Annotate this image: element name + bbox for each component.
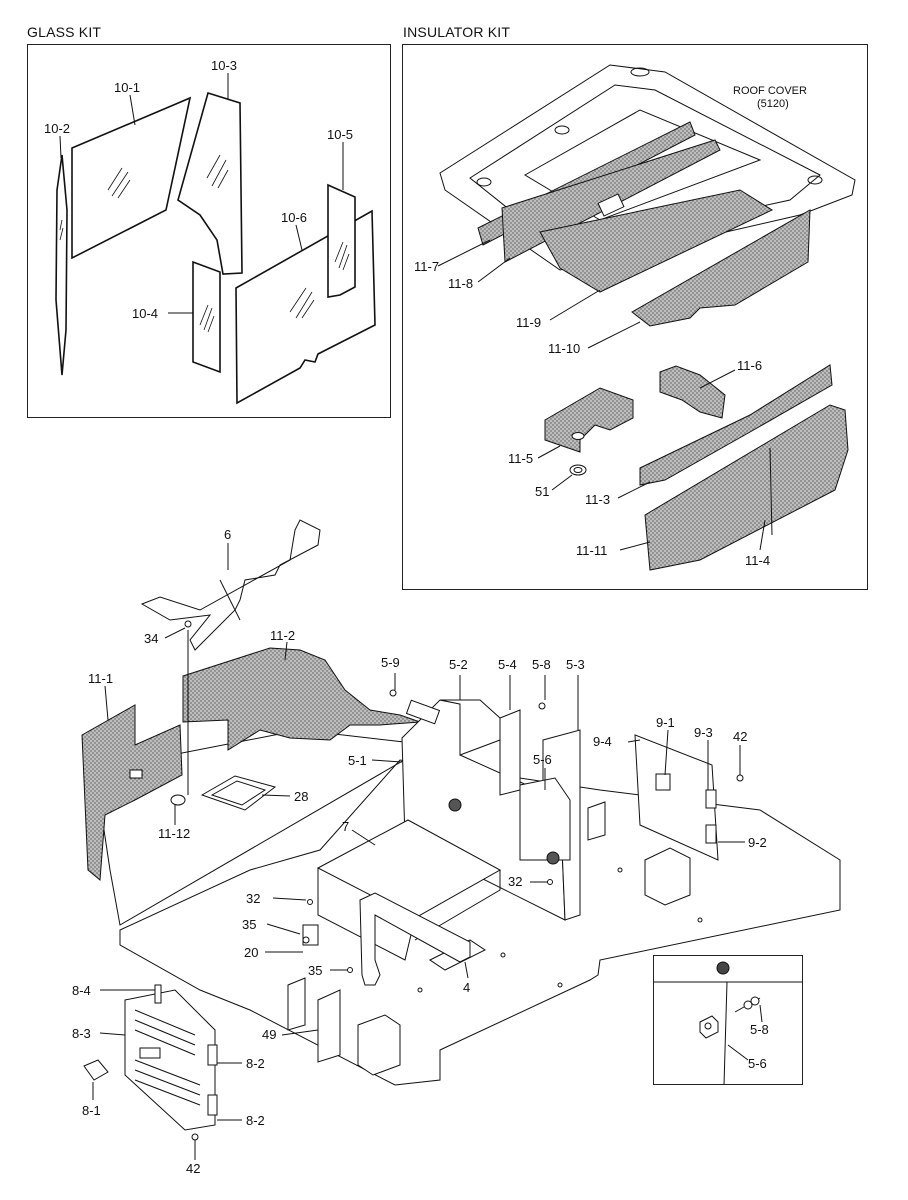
roof-cover-label: ROOF COVER bbox=[733, 85, 807, 97]
label-11-4: 11-4 bbox=[745, 553, 770, 568]
insulator-kit-title: INSULATOR KIT bbox=[403, 24, 511, 40]
label-32-left: 32 bbox=[246, 891, 260, 906]
label-11-2: 11-2 bbox=[270, 628, 295, 643]
label-10-2: 10-2 bbox=[44, 121, 70, 136]
label-10-6: 10-6 bbox=[281, 210, 307, 225]
label-5-8: 5-8 bbox=[532, 657, 551, 672]
insulator-kit-frame bbox=[402, 44, 868, 590]
label-5-2: 5-2 bbox=[449, 657, 468, 672]
glass-10-4 bbox=[192, 260, 221, 374]
panel-9 bbox=[634, 734, 719, 861]
label-11-7: 11-7 bbox=[414, 259, 439, 274]
label-51: 51 bbox=[535, 484, 549, 499]
pad-11-6 bbox=[659, 365, 726, 419]
pad-11-4 bbox=[644, 404, 849, 571]
label-11-9: 11-9 bbox=[516, 315, 541, 330]
label-11-3: 11-3 bbox=[585, 492, 610, 507]
label-35-bottom: 35 bbox=[308, 963, 322, 978]
label-49: 49 bbox=[262, 1027, 276, 1042]
label-11-8: 11-8 bbox=[448, 276, 473, 291]
label-11-10: 11-10 bbox=[548, 341, 580, 356]
glass-10-3 bbox=[177, 91, 243, 275]
label-5-6: 5-6 bbox=[533, 752, 552, 767]
block-49 bbox=[287, 977, 306, 1031]
label-9-3: 9-3 bbox=[694, 725, 713, 740]
label-34: 34 bbox=[144, 631, 158, 646]
label-8-1: 8-1 bbox=[82, 1103, 101, 1118]
frame-4 bbox=[359, 892, 471, 986]
cover-28 bbox=[200, 775, 277, 811]
pad-11-5 bbox=[544, 387, 634, 453]
glass-kit-title: GLASS KIT bbox=[27, 24, 102, 40]
pad-11-2 bbox=[182, 647, 421, 751]
label-11-6: 11-6 bbox=[737, 358, 762, 373]
glass-kit-frame bbox=[27, 44, 391, 418]
glass-10-1 bbox=[71, 96, 192, 260]
bracket-6 bbox=[140, 519, 321, 651]
pad-11-3 bbox=[639, 364, 833, 486]
glass-kit-parts bbox=[55, 73, 376, 405]
label-7: 7 bbox=[342, 819, 349, 834]
label-10-4: 10-4 bbox=[132, 306, 158, 321]
grommet-51 bbox=[569, 464, 587, 476]
main-leader-lines bbox=[92, 543, 745, 1160]
roof-cover-number: (5120) bbox=[757, 98, 789, 110]
detail-box-content bbox=[653, 961, 803, 1086]
insulator-pads bbox=[437, 121, 849, 571]
label-8-2-bottom: 8-2 bbox=[246, 1113, 265, 1128]
label-6: 6 bbox=[224, 527, 231, 542]
label-5-1: 5-1 bbox=[348, 753, 367, 768]
label-4: 4 bbox=[463, 980, 470, 995]
label-9-4: 9-4 bbox=[593, 734, 612, 749]
label-20: 20 bbox=[244, 945, 258, 960]
latch-8-1 bbox=[83, 1059, 109, 1081]
label-10-1: 10-1 bbox=[114, 80, 140, 95]
label-42-bottom: 42 bbox=[186, 1161, 200, 1176]
label-32-right: 32 bbox=[508, 874, 522, 889]
detail-label-5-6: 5-6 bbox=[748, 1056, 767, 1071]
label-8-3: 8-3 bbox=[72, 1026, 91, 1041]
label-28: 28 bbox=[294, 789, 308, 804]
label-9-2: 9-2 bbox=[748, 835, 767, 850]
label-9-1: 9-1 bbox=[656, 715, 675, 730]
label-5-4: 5-4 bbox=[498, 657, 517, 672]
label-8-4: 8-4 bbox=[72, 983, 91, 998]
panel-5-4 bbox=[499, 709, 521, 796]
label-11-1: 11-1 bbox=[88, 671, 113, 686]
detail-marker bbox=[716, 961, 730, 975]
pad-11-10 bbox=[631, 209, 811, 327]
detail-frame bbox=[653, 955, 803, 1085]
label-11-11: 11-11 bbox=[576, 543, 607, 558]
label-42-top: 42 bbox=[733, 729, 747, 744]
glass-10-5 bbox=[327, 183, 356, 298]
label-10-3: 10-3 bbox=[211, 58, 237, 73]
glass-10-2 bbox=[55, 154, 68, 376]
label-35-top: 35 bbox=[242, 917, 256, 932]
label-11-5: 11-5 bbox=[508, 451, 533, 466]
pad-11-1 bbox=[81, 704, 183, 882]
pad-11-9 bbox=[539, 189, 774, 293]
label-5-3: 5-3 bbox=[566, 657, 585, 672]
label-11-12: 11-12 bbox=[158, 826, 190, 841]
detail-label-5-8: 5-8 bbox=[750, 1022, 769, 1037]
label-10-5: 10-5 bbox=[327, 127, 353, 142]
label-8-2-top: 8-2 bbox=[246, 1056, 265, 1071]
label-5-9: 5-9 bbox=[381, 655, 400, 670]
panel-5-6 bbox=[519, 777, 571, 861]
